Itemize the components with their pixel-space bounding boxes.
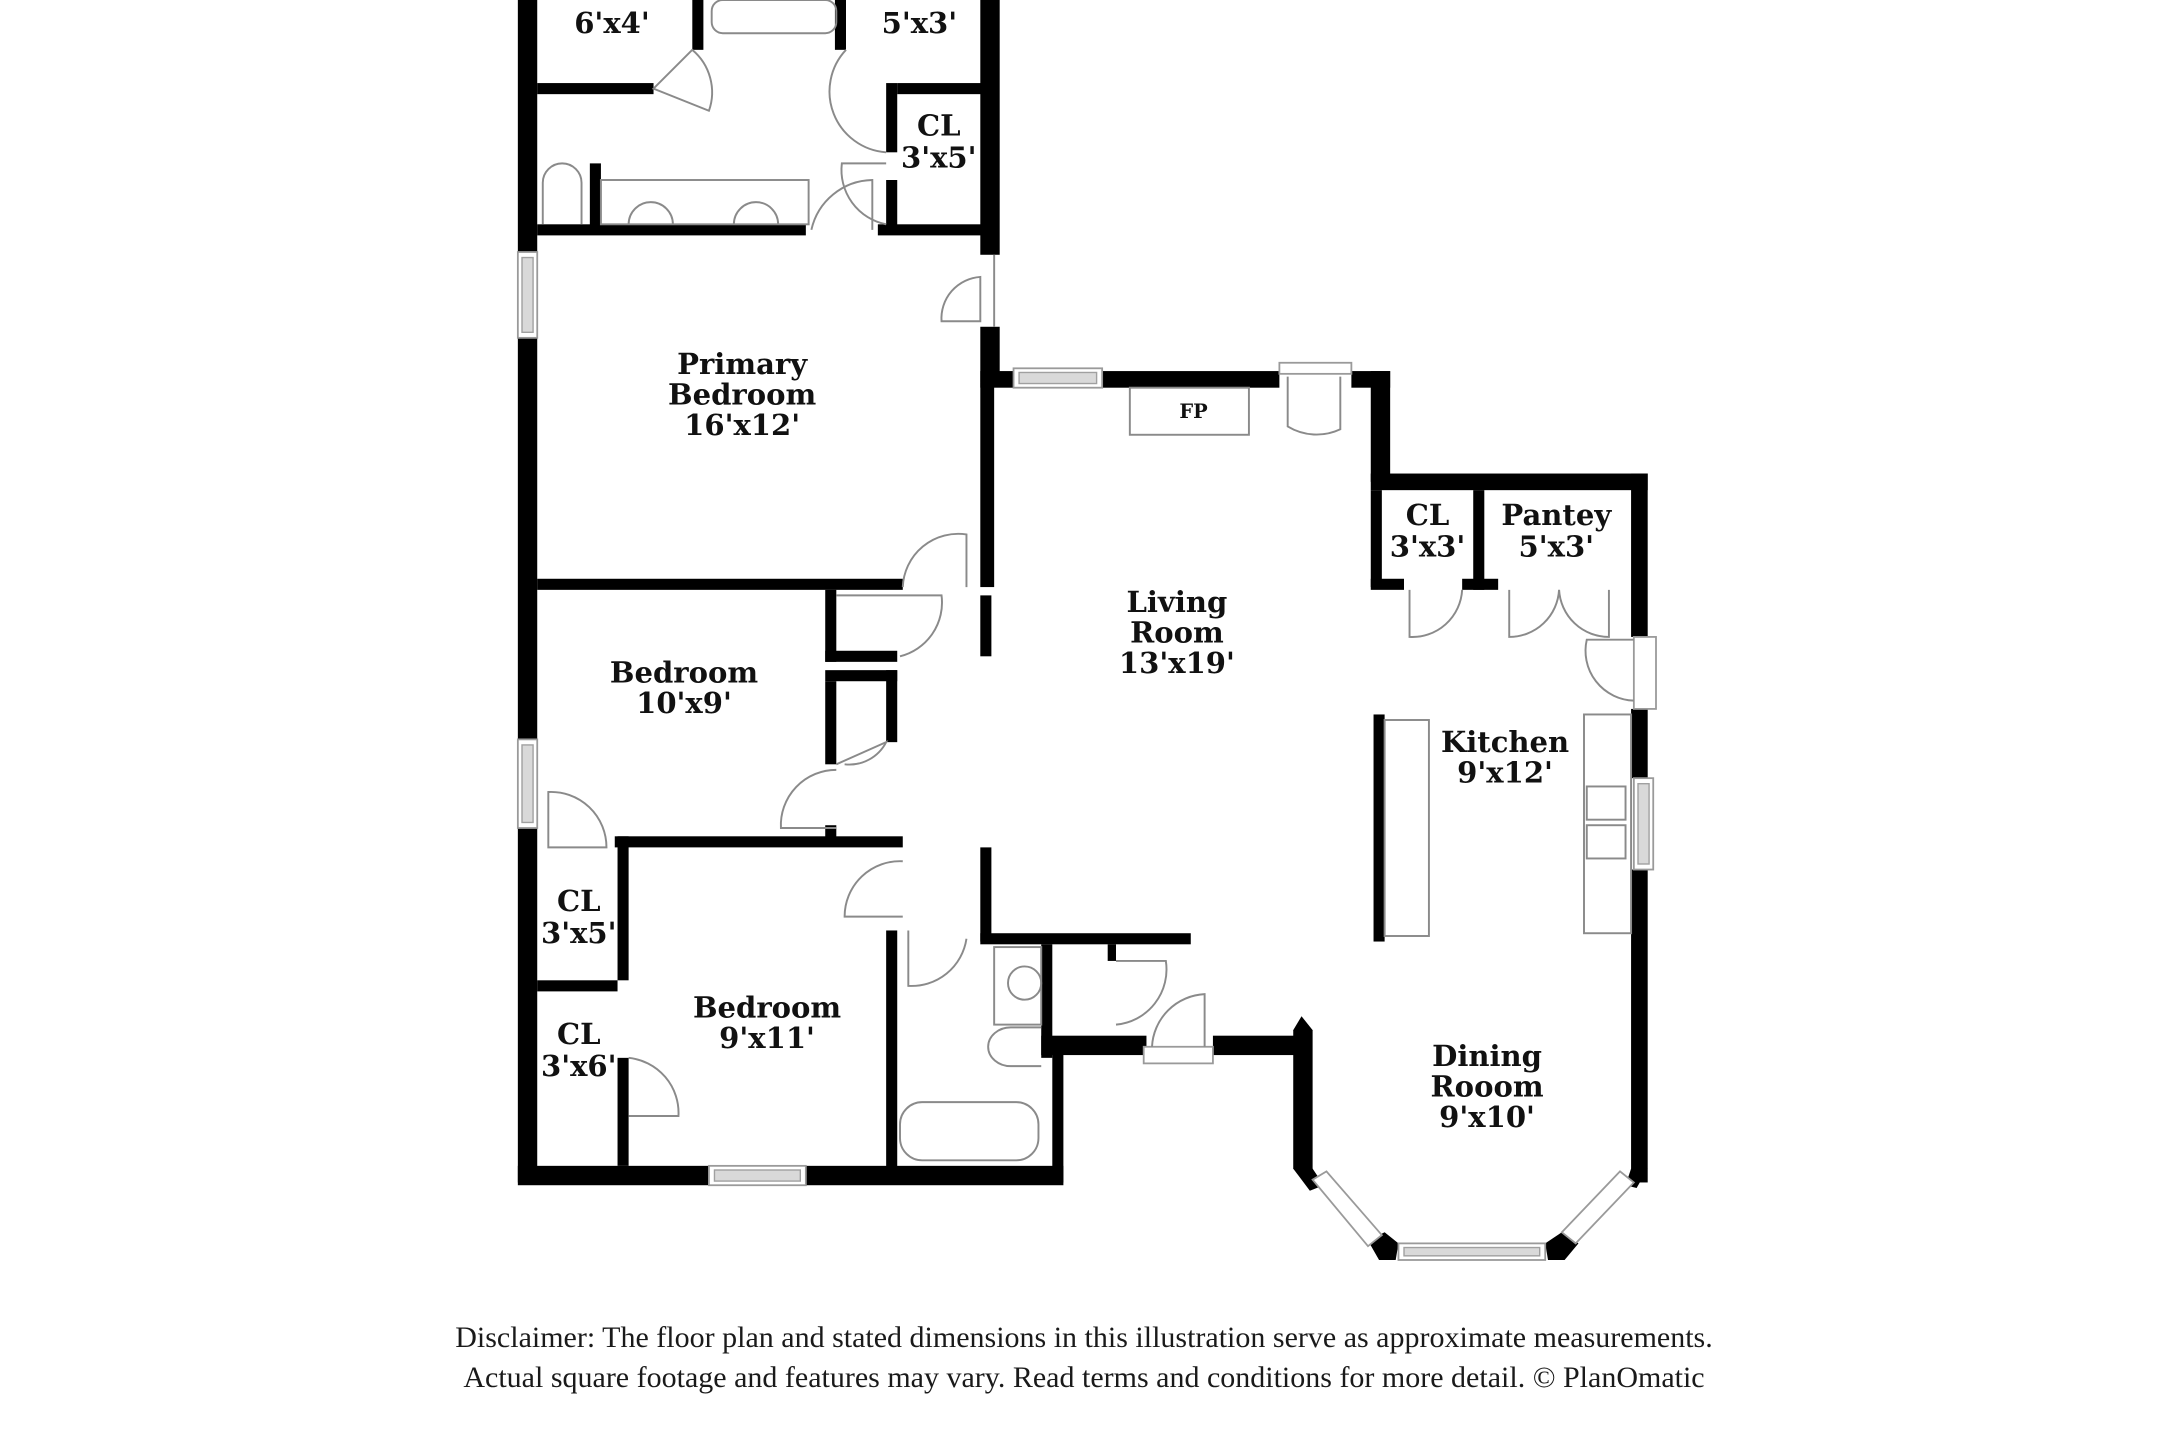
toilet-icon [541, 162, 583, 225]
room-pantry-dims: 5'x3' [1519, 530, 1595, 564]
room-wic-dims: 6'x4' [574, 6, 650, 40]
fireplace-label: FP [1179, 400, 1208, 423]
room-cl-primary-dims: 3'x5' [901, 141, 977, 175]
room-living-name1: Living [1126, 585, 1227, 619]
fireplace-icon [1128, 386, 1250, 436]
room-primary-bedroom-name1: Primary [677, 347, 808, 381]
room-bedroom3-dims: 9'x11' [719, 1021, 815, 1055]
room-primary-bedroom-name2: Bedroom [668, 377, 816, 411]
room-labels: 6'x4' 5'x3' CL 3'x5' Primary Bedroom 16'… [541, 6, 1612, 1134]
walls [517, 0, 1648, 1260]
room-dining-dims: 9'x10' [1439, 1100, 1535, 1134]
sink-icon [1585, 785, 1627, 821]
toilet-icon [987, 1026, 1042, 1068]
room-cl-bedroom2-dims: 3'x5' [541, 916, 617, 950]
kitchen-counter [1583, 713, 1633, 935]
disclaimer-line-1: Disclaimer: The floor plan and stated di… [455, 1321, 1713, 1354]
room-bedroom2-dims: 10'x9' [636, 686, 732, 720]
room-bedroom3-name: Bedroom [693, 991, 841, 1025]
room-bedroom2-name: Bedroom [610, 656, 758, 690]
doors [547, 48, 1634, 1117]
room-pantry-name: Pantey [1501, 498, 1612, 532]
vanity-icon [993, 946, 1043, 1026]
room-cl-bedroom3-name: CL [557, 1017, 601, 1051]
sink-icon [1007, 965, 1043, 1001]
fixtures [541, 0, 1633, 1162]
sink-icon [1585, 824, 1627, 860]
room-bath-closet-dims: 5'x3' [882, 6, 958, 40]
room-kitchen-dims: 9'x12' [1457, 755, 1553, 789]
bathtub-icon [899, 1101, 1040, 1162]
room-cl-bedroom2-name: CL [557, 884, 601, 918]
room-living-name2: Room [1130, 615, 1224, 649]
room-dining-name1: Dining [1432, 1039, 1542, 1073]
vanity-icon [599, 179, 810, 226]
room-kitchen-name: Kitchen [1441, 725, 1569, 759]
room-primary-bedroom-dims: 16'x12' [684, 408, 800, 442]
room-cl-primary-name: CL [917, 109, 961, 143]
room-living-dims: 13'x19' [1119, 646, 1235, 680]
room-cl-kitchen-name: CL [1406, 498, 1450, 532]
windows [516, 251, 1657, 1261]
kitchen-island [1383, 719, 1430, 937]
disclaimer-line-2: Actual square footage and features may v… [463, 1361, 1705, 1394]
bathtub-icon [710, 0, 838, 35]
room-dining-name2: Rooom [1431, 1070, 1544, 1104]
sink-icon [732, 201, 780, 225]
room-cl-kitchen-dims: 3'x3' [1390, 530, 1466, 564]
room-cl-bedroom3-dims: 3'x6' [541, 1049, 617, 1083]
sink-icon [627, 201, 674, 225]
